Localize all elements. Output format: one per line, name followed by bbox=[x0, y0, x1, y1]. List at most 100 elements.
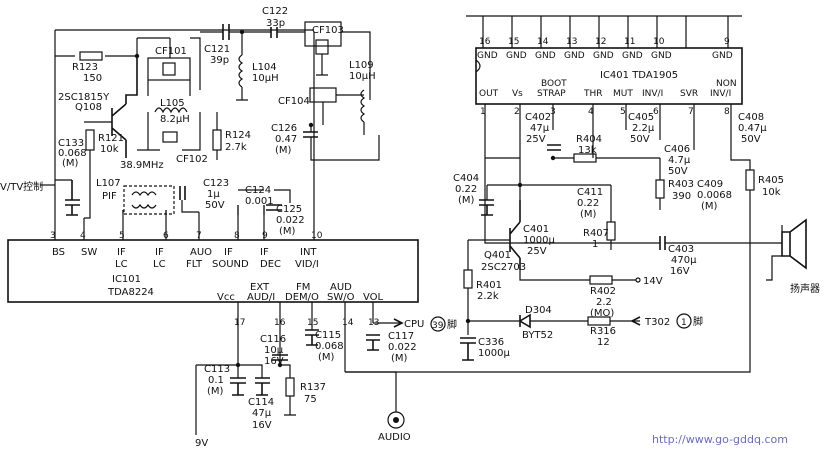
ic401-top-num-13: 13 bbox=[566, 37, 577, 47]
c115-value: 0.068 bbox=[315, 341, 344, 352]
d304-diode bbox=[518, 313, 531, 329]
ic101-pin-aud: AUD bbox=[330, 282, 352, 293]
ic101-pin-dem-o: DEM/O bbox=[285, 292, 319, 303]
ic101-pin-if-dec: IF bbox=[260, 247, 269, 258]
r121-resistor bbox=[85, 129, 95, 151]
c121-value: 39p bbox=[210, 55, 229, 66]
ic401-pin-strap: STRAP bbox=[537, 89, 566, 99]
c406-rating: 50V bbox=[668, 166, 688, 177]
ic101-pin-num-5: 5 bbox=[119, 231, 125, 241]
r402-ref: R402 bbox=[590, 286, 616, 297]
c115-capacitor bbox=[305, 329, 319, 346]
c401-rating: 25V bbox=[527, 246, 547, 257]
c404-value: 0.22 bbox=[455, 184, 477, 195]
ic401-bot-num-7: 7 bbox=[688, 107, 694, 117]
ic101-pin-num-10: 10 bbox=[311, 231, 323, 241]
l107-pif: PIF bbox=[102, 191, 117, 202]
cf103-wires bbox=[316, 31, 371, 100]
t302-pin-suffix: 脚 bbox=[693, 315, 703, 328]
r402-note: (MO) bbox=[590, 308, 614, 319]
c113-note: (M) bbox=[207, 386, 224, 397]
c113-value: 0.1 bbox=[208, 375, 224, 386]
cpu-label: CPU bbox=[404, 319, 424, 330]
ic101-pin-aud-i: AUD/I bbox=[247, 292, 275, 303]
r405-resistor bbox=[745, 169, 755, 191]
r407-value: 1 bbox=[592, 239, 598, 250]
l105-value: 8.2μH bbox=[160, 114, 190, 125]
r401-ref: R401 bbox=[476, 280, 502, 291]
c404-note: (M) bbox=[458, 195, 475, 206]
c121-ref: C121 bbox=[204, 44, 230, 55]
ic401-pin-non-inv: INV/I bbox=[710, 89, 731, 99]
ic101-pin-auo: AUO bbox=[190, 247, 212, 258]
c336-capacitor bbox=[460, 337, 476, 361]
cf102-crystal bbox=[162, 131, 178, 143]
c133-note: (M) bbox=[62, 158, 79, 169]
audio-out-feed bbox=[345, 230, 751, 373]
c402-ref: C402 bbox=[525, 112, 551, 123]
r121-wire bbox=[84, 150, 91, 219]
c121-capacitor bbox=[222, 24, 230, 40]
ic401-gnd-13: GND bbox=[564, 51, 585, 61]
supply-14v: 14V bbox=[643, 276, 663, 287]
ic101-pin-vcc: Vcc bbox=[217, 292, 235, 303]
c113-capacitor bbox=[230, 377, 246, 396]
junction-dot bbox=[134, 53, 140, 59]
ic401-pin-svr: SVR bbox=[680, 89, 698, 99]
ic401-bot-num-8: 8 bbox=[724, 107, 730, 117]
ic401-gnd-9: GND bbox=[712, 51, 733, 61]
l107-coils bbox=[131, 191, 157, 209]
cf102-ref: CF102 bbox=[176, 154, 208, 165]
r403-ref: R403 bbox=[668, 179, 694, 190]
r137-wires bbox=[279, 355, 296, 416]
q401-ref: Q401 bbox=[484, 250, 511, 261]
r402-wires bbox=[519, 270, 636, 281]
c124-value: 0.001 bbox=[245, 196, 274, 207]
c133-value: 0.068 bbox=[58, 148, 87, 159]
cf104-wires bbox=[322, 94, 364, 125]
r407-wires bbox=[520, 184, 612, 250]
t302-arrow bbox=[630, 316, 641, 326]
ic401-notch bbox=[475, 59, 481, 73]
c411-value: 0.22 bbox=[577, 198, 599, 209]
ic101-pin-fm: FM bbox=[296, 282, 310, 293]
l105-wires bbox=[137, 112, 201, 151]
ic101-pin-if-lc-b: IF bbox=[155, 247, 164, 258]
ic401-gnd-15: GND bbox=[506, 51, 527, 61]
ic101-pin-int: INT bbox=[300, 247, 317, 258]
cf103-ref: CF103 bbox=[312, 25, 344, 36]
cpu-pin-num: 39 bbox=[432, 321, 444, 331]
ic401-pin-thr: THR bbox=[583, 89, 603, 99]
ic401-body bbox=[475, 47, 743, 105]
cf103-frame bbox=[304, 21, 342, 47]
c122-ref: C122 bbox=[262, 6, 288, 17]
c125-ref: C125 bbox=[276, 204, 302, 215]
cpu-pin-circle bbox=[430, 316, 446, 332]
ic101-pin-num-3: 3 bbox=[50, 231, 56, 241]
junction-dot bbox=[517, 182, 523, 188]
q401-base-wire bbox=[467, 239, 510, 270]
supply-9v: 9V bbox=[195, 438, 208, 449]
q401-type: 2SC2703 bbox=[481, 262, 526, 273]
junction-dot bbox=[277, 362, 283, 368]
source-url[interactable]: http://www.go-gddq.com bbox=[652, 433, 788, 446]
vcc-wires bbox=[195, 340, 263, 435]
r121-value: 10k bbox=[100, 144, 119, 155]
c123-ref: C123 bbox=[203, 178, 229, 189]
ic401-bot-num-4: 4 bbox=[588, 107, 594, 117]
c123-rating: 50V bbox=[205, 200, 225, 211]
c409-ref: C409 bbox=[697, 179, 723, 190]
c115-note: (M) bbox=[318, 352, 335, 363]
r123-resistor bbox=[79, 51, 103, 61]
ic101-top-leads bbox=[54, 30, 315, 240]
t302-pin-circle bbox=[676, 313, 692, 329]
ic101-pin-flt: FLT bbox=[186, 259, 203, 270]
ic101-ref: IC101 bbox=[112, 274, 141, 285]
c406-value: 4.7μ bbox=[668, 155, 691, 166]
ic401-top-num-10: 10 bbox=[653, 37, 665, 47]
c125-wire bbox=[274, 189, 291, 203]
ic401-top-num-15: 15 bbox=[508, 37, 519, 47]
cf101-frame bbox=[147, 57, 191, 81]
ic101-pin-ext: EXT bbox=[250, 282, 270, 293]
r316-value: 12 bbox=[597, 337, 610, 348]
